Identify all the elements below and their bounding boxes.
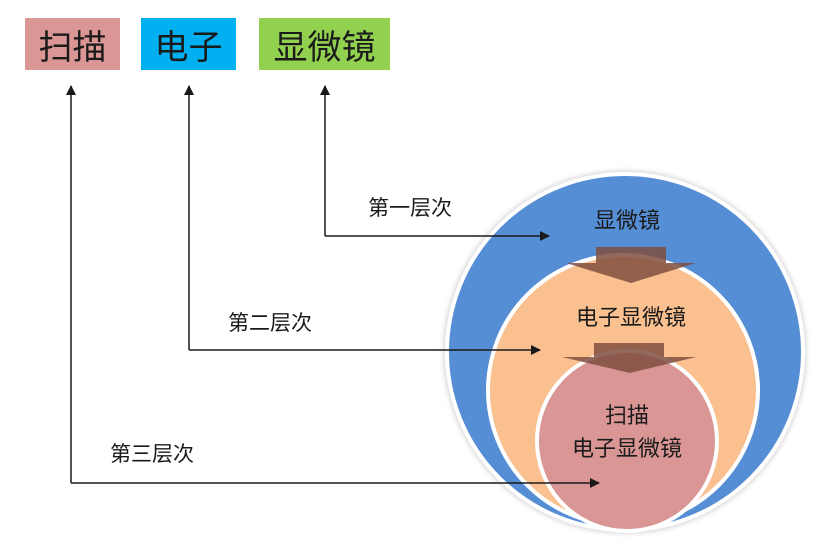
inner-circle-label-line2: 电子显微镜 [572,437,682,462]
inner-circle-label-line1: 扫描 [605,404,649,429]
down-arrow-icon [562,343,696,373]
tag-electron: 电子 [141,18,236,70]
tag-microscope: 显微镜 [259,18,390,70]
level-3-label: 第三层次 [110,442,194,466]
down-arrow-icon [566,247,696,283]
middle-circle-label: 电子显微镜 [576,306,686,331]
level-1-label: 第一层次 [368,196,452,220]
outer-circle-label: 显微镜 [594,209,660,234]
tag-scan: 扫描 [25,18,120,70]
level-2-label: 第二层次 [228,311,312,335]
